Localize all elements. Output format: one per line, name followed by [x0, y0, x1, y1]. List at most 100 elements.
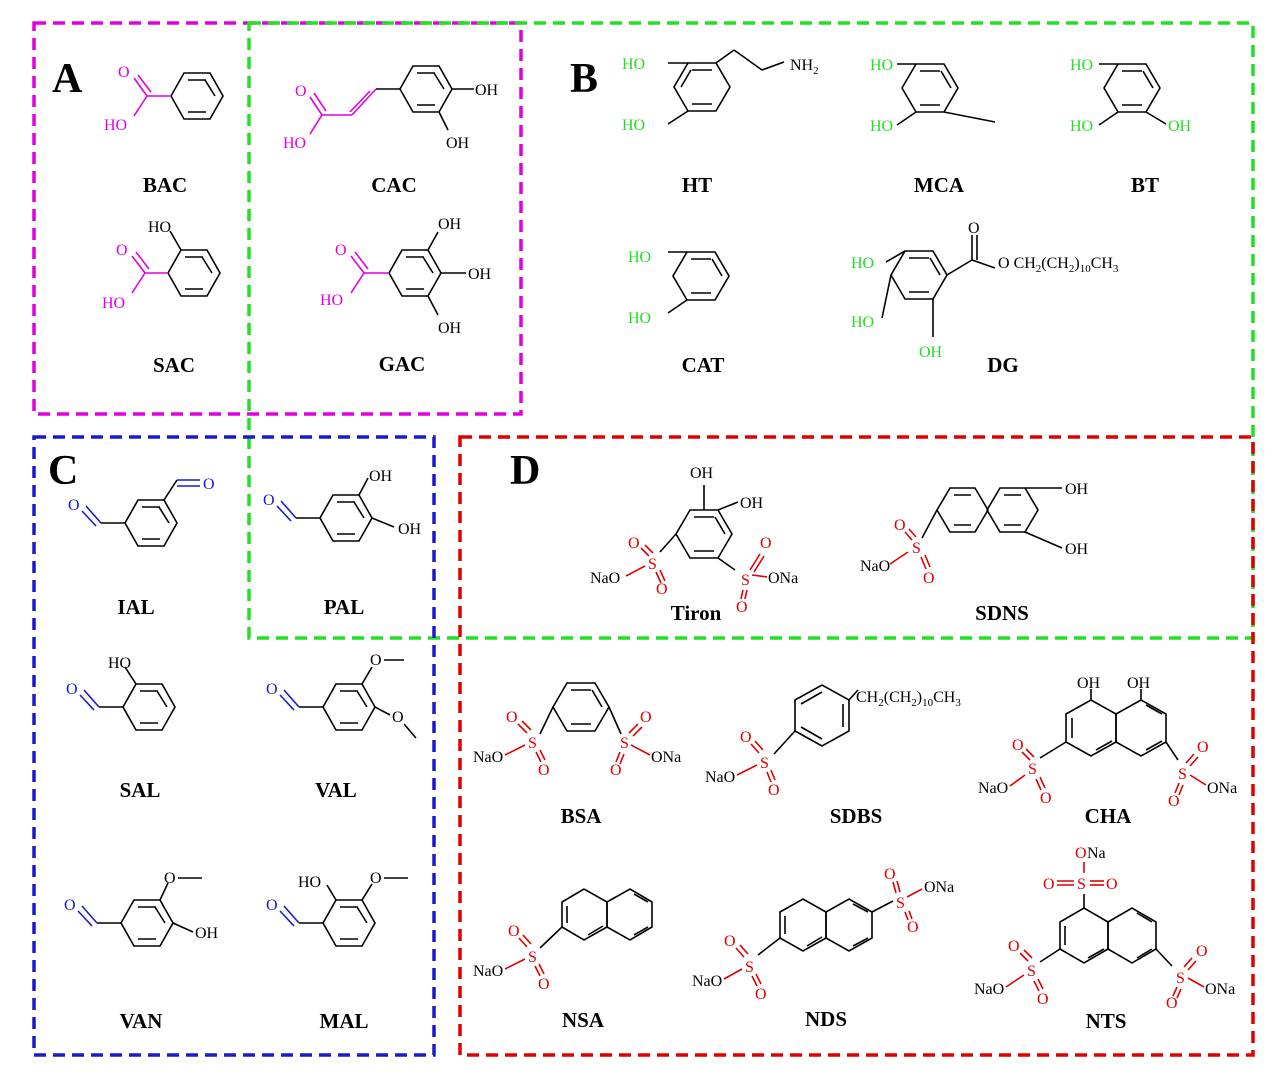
atom-ona: ONa — [924, 879, 954, 896]
atom-ho: HO — [108, 655, 131, 672]
atom-o: O — [392, 709, 404, 726]
structure-cat: HO HO — [628, 249, 730, 327]
atom-o: O — [370, 870, 382, 887]
structure-bt: OH HO HO — [1070, 57, 1192, 135]
atom-nao: NaO — [860, 558, 890, 575]
atom-ho: HO — [1070, 118, 1093, 135]
group-box-d — [458, 435, 1255, 1057]
group-box-c — [32, 435, 436, 1057]
atom-sdbs-chain: CH2(CH2)10CH3 — [856, 689, 961, 709]
atom-s: S — [745, 959, 754, 976]
structure-sdns: OH OH S O O NaO — [860, 481, 1089, 587]
atom-o: O — [1197, 739, 1209, 756]
panel-label-b: B — [570, 56, 598, 102]
atom-nao: NaO — [705, 769, 735, 786]
atom-s: S — [528, 949, 537, 966]
atom-o: O — [1166, 995, 1178, 1012]
label-van: VAN — [120, 1009, 163, 1033]
label-sdns: SDNS — [975, 601, 1029, 625]
atom-ho: HO — [628, 310, 651, 327]
label-gac: GAC — [379, 352, 426, 376]
atom-ho: HO — [622, 56, 645, 73]
atom-oh: OH — [195, 925, 219, 942]
atom-o: O — [335, 242, 347, 259]
atom-o: O — [610, 762, 622, 779]
atom-ho: HO — [628, 249, 651, 266]
atom-o: O — [1196, 943, 1208, 960]
atom-o: O — [68, 497, 80, 514]
atom-o: O — [164, 870, 176, 887]
atom-o: O — [116, 242, 128, 259]
atom-o: O — [640, 709, 652, 726]
structure-cac: OH OH O HO — [283, 65, 499, 152]
atom-o: O — [66, 681, 78, 698]
structure-mca: HO HO — [870, 57, 996, 135]
label-cat: CAT — [682, 353, 725, 377]
structure-ht: NH2 HO HO — [622, 49, 819, 134]
atom-o: O — [628, 535, 640, 552]
atom-s: S — [1077, 876, 1086, 893]
label-nsa: NSA — [562, 1008, 605, 1032]
atom-oh: OH — [1065, 541, 1089, 558]
atom-oh: OH — [1065, 481, 1089, 498]
atom-s: S — [620, 735, 629, 752]
atom-o: O — [266, 897, 278, 914]
atom-o: O — [1040, 790, 1052, 807]
panel-label-d: D — [510, 448, 540, 494]
structure-mal: HO O O — [266, 870, 408, 947]
structure-ial: O O — [68, 476, 215, 547]
label-cha: CHA — [1085, 804, 1133, 828]
atom-s: S — [648, 556, 657, 573]
label-nts: NTS — [1086, 1009, 1127, 1033]
label-mal: MAL — [320, 1009, 369, 1033]
atom-o: O — [1012, 737, 1024, 754]
atom-o: O — [923, 570, 935, 587]
atom-ona: ONa — [1207, 780, 1237, 797]
atom-oh: OH — [475, 82, 499, 99]
atom-oh: OH — [438, 216, 462, 233]
atom-s: S — [912, 540, 921, 557]
structure-sal: HO O — [66, 655, 176, 731]
atom-oh: OH — [446, 135, 470, 152]
atom-o: O — [1037, 991, 1049, 1008]
group-box-b — [247, 21, 1255, 640]
label-val: VAL — [315, 778, 357, 802]
atom-ho: HO — [148, 219, 171, 236]
atom-nao: NaO — [473, 749, 503, 766]
atom-s: S — [741, 572, 750, 589]
atom-o: O — [203, 476, 215, 493]
atom-s: S — [1027, 963, 1036, 980]
atom-ho: HO — [102, 295, 125, 312]
structure-sac: HO O HO — [102, 219, 221, 312]
atom-o: O — [370, 652, 382, 669]
atom-o: O — [907, 919, 919, 936]
atom-o: O — [1043, 876, 1055, 893]
atom-oh: OH — [1077, 675, 1101, 692]
atom-oh: OH — [690, 465, 714, 482]
atom-s: S — [1028, 761, 1037, 778]
structure-van: O OH O — [64, 870, 219, 947]
atom-ho: HO — [851, 255, 874, 272]
atom-oh: OH — [1168, 118, 1192, 135]
atom-o: O — [266, 681, 278, 698]
atom-ho: HO — [1070, 57, 1093, 74]
atom-ona: ONa — [651, 749, 681, 766]
atom-oh: OH — [369, 468, 393, 485]
structure-pal: OH OH O — [263, 468, 422, 542]
atom-s: S — [760, 755, 769, 772]
atom-ho: HO — [622, 117, 645, 134]
atom-nao: NaO — [473, 963, 503, 980]
label-nds: NDS — [805, 1007, 847, 1031]
label-sal: SAL — [120, 778, 161, 802]
atom-o: O — [760, 535, 772, 552]
atom-o: O — [118, 64, 130, 81]
atom-oh: OH — [468, 266, 492, 283]
structure-bac: O HO — [104, 64, 224, 134]
structure-tiron: OH OH S O O NaO S O O ONa — [590, 465, 798, 616]
atom-o: O — [884, 866, 896, 883]
atom-oh: OH — [438, 320, 462, 337]
atom-o: O — [538, 762, 550, 779]
label-bt: BT — [1131, 173, 1159, 197]
